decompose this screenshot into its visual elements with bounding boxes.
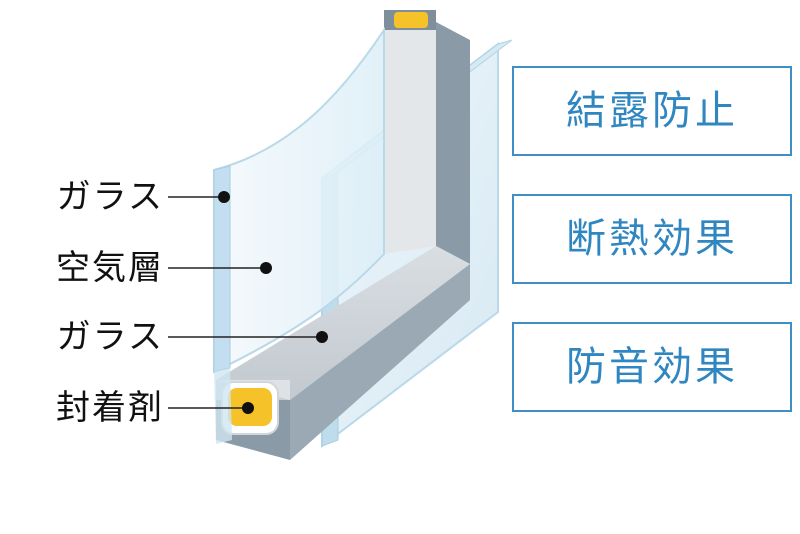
label-glass-inner: ガラス (56, 317, 164, 357)
label-air-layer: 空気層 (56, 248, 164, 288)
effect-box-soundproofing: 防音効果 (512, 322, 792, 412)
leader-dot-sealant (242, 402, 254, 414)
effect-box-condensation-prevention: 結露防止 (512, 66, 792, 156)
leader-dot-glass-outer (218, 191, 230, 203)
sealant-top (394, 12, 428, 28)
leader-dot-glass-inner (316, 331, 328, 343)
spacer-top (384, 10, 470, 264)
effect-text-soundproofing: 防音効果 (566, 344, 738, 390)
label-glass-outer: ガラス (56, 177, 164, 217)
effect-text-insulation: 断熱効果 (566, 216, 738, 262)
leader-lines (168, 191, 328, 414)
spacer-bottom (216, 246, 470, 460)
label-sealant: 封着剤 (56, 388, 164, 428)
effect-box-insulation: 断熱効果 (512, 194, 792, 284)
effect-text-condensation-prevention: 結露防止 (566, 88, 738, 134)
glass-pane-front (213, 26, 385, 444)
leader-dot-air-layer (260, 262, 272, 274)
